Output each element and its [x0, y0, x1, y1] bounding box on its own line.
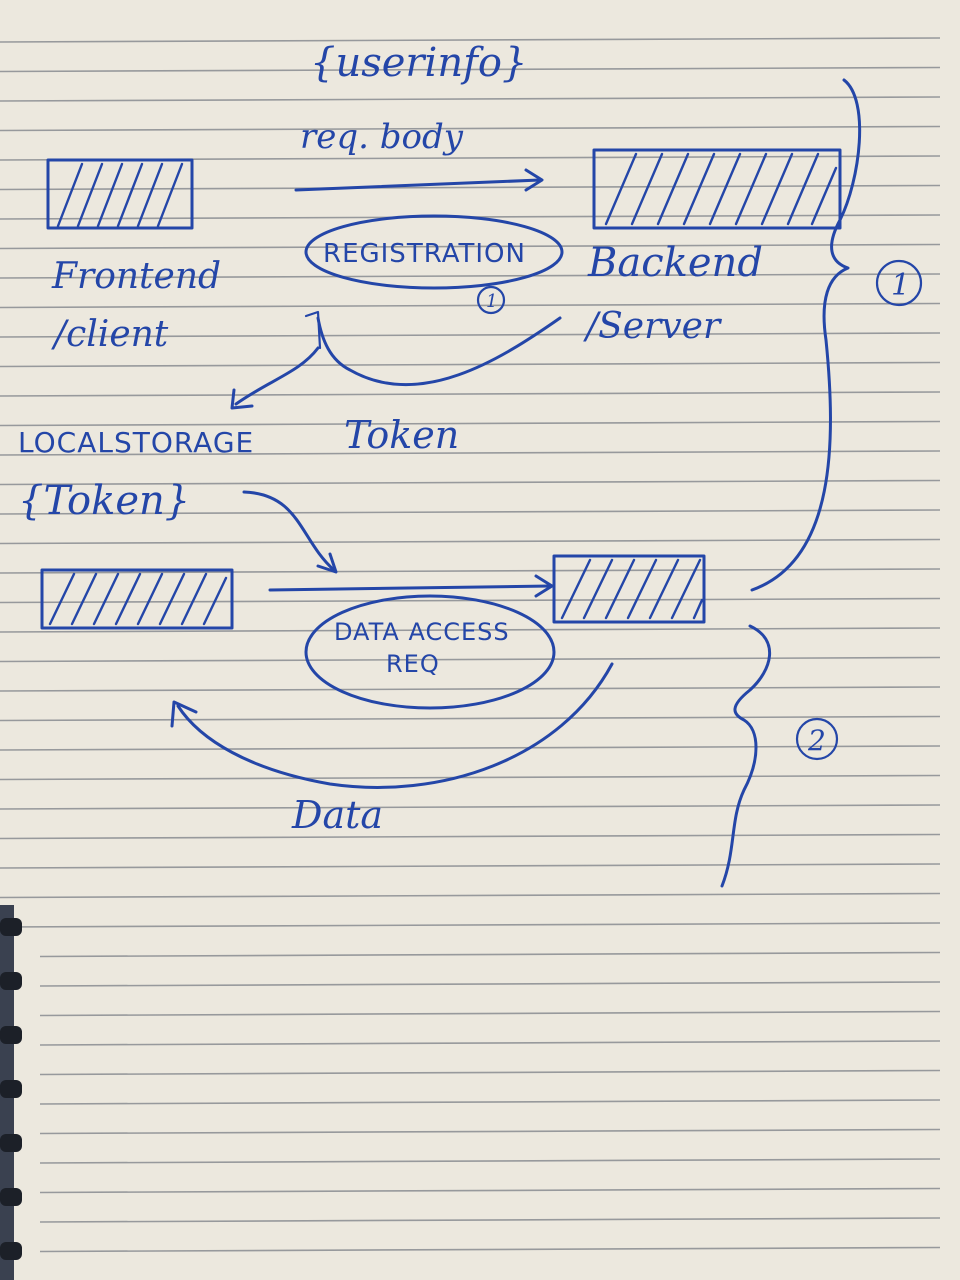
ruled-line	[0, 66, 941, 73]
svg-text:1: 1	[891, 268, 910, 303]
data-access-label-line1: DATA ACCESS	[334, 618, 510, 646]
ruled-line	[0, 597, 941, 604]
ruled-line	[0, 479, 941, 486]
registration-oval	[304, 214, 564, 290]
ruled-line	[39, 951, 941, 958]
backend-box-bottom	[552, 554, 706, 624]
spiral-binding	[0, 905, 22, 1280]
data-request-arrow	[268, 574, 554, 598]
ruled-line	[0, 125, 941, 132]
ruled-line	[39, 1099, 941, 1105]
ruled-line	[39, 1010, 941, 1017]
token-to-request-arrow	[242, 490, 338, 574]
ruled-line	[39, 1069, 941, 1076]
ruled-line	[0, 243, 941, 250]
ruled-line	[0, 302, 941, 309]
request-arrow	[294, 168, 544, 192]
data-access-label-line2: REQ	[386, 650, 440, 678]
ruled-line	[0, 450, 941, 456]
ruled-line	[0, 420, 941, 427]
ruled-line	[0, 627, 941, 633]
ruled-line	[0, 656, 941, 663]
frontend-box-top	[46, 158, 194, 230]
data-return-arrow	[170, 662, 614, 789]
ruled-line	[0, 863, 941, 869]
data-label: Data	[291, 793, 383, 837]
ruled-line	[0, 686, 941, 692]
server-label: /Server	[583, 306, 722, 347]
frontend-box-bottom	[40, 568, 234, 630]
data-access-oval	[304, 594, 556, 710]
ruled-line	[0, 568, 941, 574]
ruled-line	[0, 745, 941, 751]
ruled-line	[39, 1158, 941, 1164]
ruled-line	[39, 1187, 941, 1194]
registration-step-badge: 1	[476, 285, 506, 315]
ruled-line	[0, 332, 941, 338]
section-2-brace	[720, 624, 771, 888]
ruled-lines	[0, 37, 941, 1253]
token-return-arrow	[304, 310, 562, 387]
svg-text:2: 2	[807, 724, 826, 757]
section-1-badge: 1	[875, 259, 923, 307]
stored-token-label: {Token}	[18, 478, 190, 524]
ruled-line	[0, 774, 941, 781]
ruled-line	[0, 184, 941, 191]
localstorage-label: LOCALSTORAGE	[18, 426, 254, 459]
section-2-badge: 2	[795, 717, 839, 761]
ruled-line	[39, 1040, 941, 1046]
ruled-line	[0, 892, 941, 899]
section-1-brace	[750, 78, 862, 592]
ruled-line	[0, 833, 941, 840]
registration-label: REGISTRATION	[323, 239, 526, 269]
backend-box-top	[592, 148, 842, 230]
backend-label: Backend	[587, 240, 763, 286]
userinfo-label: {userinfo}	[310, 40, 527, 86]
ruled-line	[39, 981, 941, 987]
ruled-line	[0, 37, 941, 43]
client-label: /client	[51, 314, 169, 355]
ruled-line	[0, 96, 941, 102]
to-localstorage-arrow	[230, 346, 320, 410]
ruled-line	[0, 715, 941, 722]
ruled-line	[0, 804, 941, 810]
frontend-label: Frontend	[51, 256, 221, 297]
ruled-line	[0, 273, 941, 279]
req-body-label: req. body	[300, 117, 464, 157]
ruled-line	[0, 922, 941, 928]
ruled-line	[39, 1217, 941, 1223]
ruled-line	[0, 509, 941, 515]
ruled-line	[0, 538, 941, 545]
ruled-line	[0, 391, 941, 397]
token-label: Token	[344, 413, 459, 457]
ruled-line	[39, 1246, 941, 1253]
ruled-line	[39, 1128, 941, 1135]
svg-text:1: 1	[486, 291, 497, 312]
ruled-line	[0, 361, 941, 368]
